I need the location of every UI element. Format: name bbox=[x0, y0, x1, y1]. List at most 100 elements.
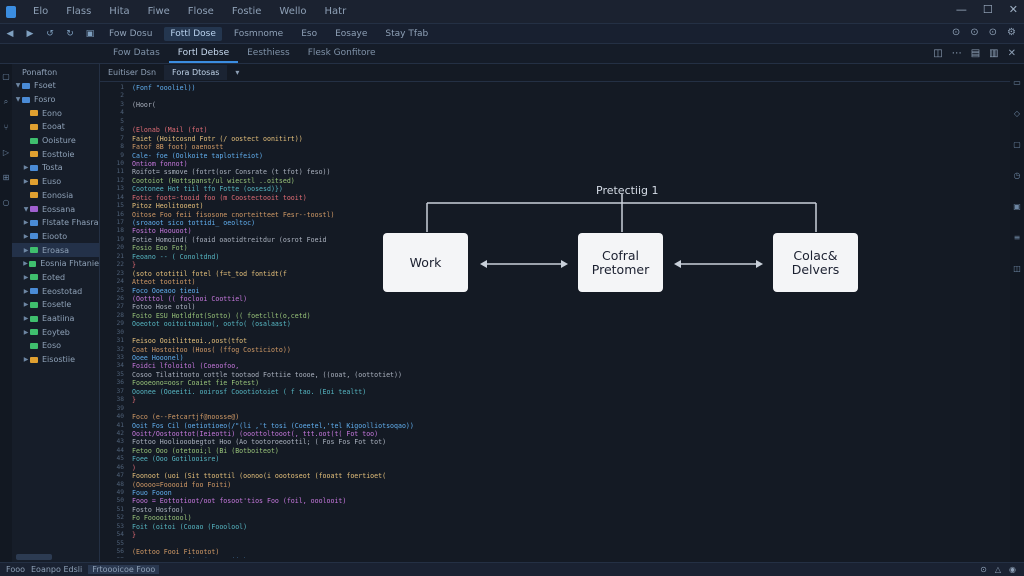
chevron-icon[interactable]: ▶ bbox=[23, 246, 29, 254]
chevron-icon[interactable]: ▶ bbox=[23, 164, 29, 172]
folder-icon bbox=[30, 178, 38, 185]
tree-item[interactable]: Eono bbox=[12, 106, 99, 120]
layout-icon[interactable]: ▤ bbox=[970, 48, 981, 59]
settings-icon[interactable]: ⊙ bbox=[951, 27, 961, 38]
menu-item[interactable]: Wello bbox=[279, 6, 307, 17]
status-left[interactable]: Fooo bbox=[6, 565, 25, 574]
toolbar-button[interactable]: Fow Dosu bbox=[109, 28, 153, 39]
tree-item[interactable]: Eoso bbox=[12, 339, 99, 353]
menu-item[interactable]: Elo bbox=[33, 6, 49, 17]
tree-item[interactable]: ▶Euso bbox=[12, 175, 99, 189]
warning-icon[interactable]: △ bbox=[994, 565, 1002, 574]
sync-icon[interactable]: ⊙ bbox=[970, 27, 979, 38]
chevron-icon[interactable]: ▶ bbox=[23, 356, 29, 364]
tree-item-label: Eiooto bbox=[42, 231, 68, 241]
menu-item[interactable]: Fiwe bbox=[147, 6, 170, 17]
gear-icon[interactable]: ⚙ bbox=[1007, 27, 1016, 38]
chevron-icon[interactable]: ▶ bbox=[23, 301, 29, 309]
tree-item[interactable]: ▶Eisostiie bbox=[12, 353, 99, 367]
search-icon[interactable]: ⌕ bbox=[3, 97, 9, 106]
minimize-icon[interactable]: — bbox=[955, 3, 967, 16]
menu-item[interactable]: Fostie bbox=[231, 6, 262, 17]
chevron-icon[interactable]: ▼ bbox=[15, 82, 21, 90]
maximize-icon[interactable]: ☐ bbox=[982, 3, 993, 16]
tab[interactable]: Fow Datas bbox=[113, 47, 160, 58]
tree-item[interactable]: ▶Tosta bbox=[12, 161, 99, 175]
menu-item[interactable]: Hatr bbox=[324, 6, 347, 17]
tree-item[interactable]: Eonosia bbox=[12, 189, 99, 203]
editor-tab[interactable]: Euitiser Dsn bbox=[108, 68, 157, 77]
chevron-icon[interactable]: ▶ bbox=[23, 315, 29, 323]
chevron-icon[interactable]: ▶ bbox=[23, 273, 29, 281]
account-icon[interactable]: ○ bbox=[2, 198, 10, 207]
tree-item[interactable]: ▶Eosnia Fhtanie bbox=[12, 257, 99, 271]
tree-item[interactable]: ▶Flstate Fhasra bbox=[12, 216, 99, 230]
tree-item[interactable]: ▼Eossana bbox=[12, 202, 99, 216]
chevron-icon[interactable]: ▼ bbox=[15, 96, 21, 104]
tree-item[interactable]: ▶ Eosetle bbox=[12, 298, 99, 312]
tab[interactable]: Flesk Gonfitore bbox=[307, 47, 376, 58]
menu-item[interactable]: Hita bbox=[109, 6, 130, 17]
chevron-icon[interactable]: ▶ bbox=[23, 328, 29, 336]
toolbar-button[interactable]: Fosmnome bbox=[233, 28, 284, 39]
menu-item[interactable]: Flass bbox=[66, 6, 92, 17]
tree-item[interactable]: Eooat bbox=[12, 120, 99, 134]
bookmark-icon[interactable]: ◇ bbox=[1013, 109, 1021, 118]
chat-icon[interactable]: ▢ bbox=[1013, 140, 1021, 149]
split-icon[interactable]: ◫ bbox=[933, 48, 943, 59]
menu-item[interactable]: Flose bbox=[187, 6, 214, 17]
panel-icon[interactable]: ▥ bbox=[989, 48, 999, 59]
bell-icon[interactable]: ⊙ bbox=[980, 565, 987, 574]
user-icon[interactable]: ⊙ bbox=[988, 27, 998, 38]
close-icon[interactable]: ✕ bbox=[1008, 3, 1018, 16]
terminal-icon[interactable]: ▣ bbox=[1013, 202, 1021, 211]
forward-icon[interactable]: ▶ bbox=[26, 28, 34, 39]
folder-icon bbox=[30, 315, 38, 322]
tree-item[interactable]: Eosttoie bbox=[12, 147, 99, 161]
status-file[interactable]: Frtoooicoe Fooo bbox=[88, 565, 160, 574]
layers-icon[interactable]: ◫ bbox=[1013, 264, 1021, 273]
tree-item[interactable]: ▶Eeostotad bbox=[12, 284, 99, 298]
tree-item[interactable]: ▶Eaatiina bbox=[12, 312, 99, 326]
more-icon[interactable]: ⋯ bbox=[951, 48, 962, 59]
tree-item[interactable]: ▶Eoyteb bbox=[12, 325, 99, 339]
back-icon[interactable]: ◀ bbox=[6, 28, 14, 39]
code-editor[interactable]: (Fonf "oooliel)) (Hoor( (Elonab (Mail (f… bbox=[132, 84, 492, 558]
tab[interactable]: Eesthiess bbox=[247, 47, 290, 58]
status-mode[interactable]: Eoanpo Edsli bbox=[31, 565, 83, 574]
error-icon[interactable]: ◉ bbox=[1009, 565, 1016, 574]
chevron-icon[interactable]: ▶ bbox=[23, 287, 29, 295]
chevron-icon[interactable]: ▶ bbox=[23, 219, 29, 227]
tree-item[interactable]: ▼Fsoet bbox=[12, 79, 99, 93]
editor-tab-active[interactable]: Fora Dtosas bbox=[164, 65, 228, 80]
outline-icon[interactable]: ▭ bbox=[1013, 78, 1021, 87]
redo-icon[interactable]: ↻ bbox=[66, 28, 74, 39]
tree-item[interactable]: ▶ Eiooto bbox=[12, 230, 99, 244]
status-bar: Fooo Eoanpo Edsli Frtoooicoe Fooo ⊙ △ ◉ bbox=[0, 562, 1024, 576]
tab-dropdown-icon[interactable]: ▾ bbox=[235, 68, 240, 77]
save-icon[interactable]: ▣ bbox=[85, 28, 95, 39]
tree-item[interactable]: ▼Fosro bbox=[12, 93, 99, 107]
toolbar-button[interactable]: Stay Tfab bbox=[385, 28, 429, 39]
source-control-icon[interactable]: ⑂ bbox=[3, 123, 9, 132]
filter-icon[interactable]: ≡ bbox=[1013, 233, 1021, 242]
tab[interactable]: Fortl Debse bbox=[168, 45, 239, 63]
close-panel-icon[interactable]: ✕ bbox=[1007, 48, 1016, 59]
folder-icon bbox=[29, 260, 37, 267]
chevron-icon[interactable]: ▶ bbox=[23, 260, 28, 268]
tree-item-label: Eosetle bbox=[42, 300, 72, 310]
chevron-icon[interactable]: ▶ bbox=[23, 232, 29, 240]
toolbar-button[interactable]: Eso bbox=[301, 28, 318, 39]
tree-item[interactable]: ▶Eoted bbox=[12, 271, 99, 285]
debug-icon[interactable]: ▷ bbox=[2, 148, 10, 157]
toolbar-button[interactable]: Fottl Dose bbox=[164, 26, 222, 41]
tree-item[interactable]: Ooisture bbox=[12, 134, 99, 148]
toolbar-button[interactable]: Eosaye bbox=[335, 28, 368, 39]
extensions-icon[interactable]: ⊞ bbox=[2, 173, 10, 182]
history-icon[interactable]: ◷ bbox=[1013, 171, 1021, 180]
chevron-icon[interactable]: ▼ bbox=[23, 205, 29, 213]
chevron-icon[interactable]: ▶ bbox=[23, 178, 29, 186]
explorer-icon[interactable]: ▢ bbox=[2, 72, 10, 81]
tree-item[interactable]: ▶Eroasa bbox=[12, 243, 99, 257]
undo-icon[interactable]: ↺ bbox=[46, 28, 54, 39]
